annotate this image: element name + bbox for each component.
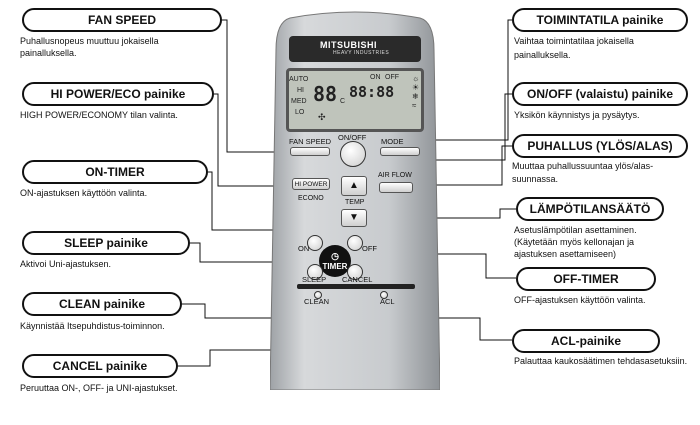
air-flow-label: AIR FLOW xyxy=(378,172,412,179)
mode-callout: TOIMINTATILA painike xyxy=(512,8,688,32)
airflow-desc-1: Muuttaa puhallussuuntaa ylös/alas- xyxy=(512,161,654,171)
divider-bar xyxy=(297,284,415,289)
lcd-med: MED xyxy=(291,98,307,105)
brand-subtitle: HEAVY INDUSTRIES xyxy=(333,50,390,56)
acl-label: ACL xyxy=(380,297,395,306)
fan-speed-desc-1: Puhallusnopeus muuttuu jokaisella xyxy=(20,36,159,46)
mode-icons: ☼☀❄≈ xyxy=(412,74,420,110)
clean-label: CLEAN xyxy=(304,297,330,306)
temp-callout: LÄMPÖTILANSÄÄTÖ xyxy=(516,197,664,221)
mode-label: MODE xyxy=(381,137,404,146)
clean-button[interactable] xyxy=(314,291,322,299)
on-label: ON xyxy=(298,244,310,253)
timer-button[interactable]: ◷ TIMER xyxy=(319,245,351,277)
sleep-label: SLEEP xyxy=(302,275,327,284)
lcd-display xyxy=(286,68,424,132)
temp-desc-2: (Käytetään myös kellonajan ja xyxy=(514,237,635,247)
off-timer-callout: OFF-TIMER xyxy=(516,267,656,291)
on-timer-button[interactable] xyxy=(307,235,323,251)
fan-speed-desc-2: painalluksella. xyxy=(20,48,77,58)
on-timer-callout: ON-TIMER xyxy=(22,160,208,184)
lcd-hi: HI xyxy=(297,87,304,94)
mode-button[interactable] xyxy=(380,147,420,156)
lcd-lo: LO xyxy=(295,109,305,116)
hi-power-button[interactable]: HI POWER xyxy=(292,178,330,190)
onoff-button[interactable] xyxy=(340,141,366,167)
onoff-callout: ON/OFF (valaistu) painike xyxy=(512,82,688,106)
mode-desc-1: Vaihtaa toimintatilaa jokaisella xyxy=(514,36,634,46)
temp-label: TEMP xyxy=(345,199,365,206)
cancel-callout: CANCEL painike xyxy=(22,354,178,378)
clock-icon: ◷ xyxy=(331,251,339,261)
clean-callout: CLEAN painike xyxy=(22,292,182,316)
airflow-callout: PUHALLUS (YLÖS/ALAS) xyxy=(512,134,688,158)
acl-button[interactable] xyxy=(380,291,388,299)
off-timer-button[interactable] xyxy=(347,235,363,251)
airflow-desc-2: suunnassa. xyxy=(512,174,559,184)
lcd-auto: AUTO xyxy=(289,76,309,83)
lcd-off: OFF xyxy=(385,74,399,81)
temp-desc-3: ajastuksen asettamiseen) xyxy=(514,249,617,259)
timer-label: TIMER xyxy=(322,262,348,271)
onoff-desc: Yksikön käynnistys ja pysäytys. xyxy=(514,110,640,120)
lcd-clock: 88:88 xyxy=(349,83,395,101)
temp-up-button[interactable]: ▲ xyxy=(341,176,367,196)
on-timer-desc: ON-ajastuksen käyttöön valinta. xyxy=(20,188,148,198)
clean-desc: Käynnistää Itsepuhdistus-toiminnon. xyxy=(20,321,165,331)
temp-down-button[interactable]: ▼ xyxy=(341,209,367,227)
arrow-up-icon: ▲ xyxy=(349,180,359,191)
off-timer-desc: OFF-ajastuksen käyttöön valinta. xyxy=(514,295,646,305)
off-label: OFF xyxy=(362,244,377,253)
cancel-desc: Peruuttaa ON-, OFF- ja UNI-ajastukset. xyxy=(20,383,178,393)
arrow-down-icon: ▼ xyxy=(349,212,359,223)
air-flow-button[interactable] xyxy=(379,182,413,193)
hi-power-callout: HI POWER/ECO painike xyxy=(22,82,214,106)
cancel-button[interactable] xyxy=(347,264,363,280)
lcd-temperature: 88 xyxy=(313,82,338,106)
fan-speed-button[interactable] xyxy=(290,147,330,156)
hi-power-desc: HIGH POWER/ECONOMY tilan valinta. xyxy=(20,110,178,120)
fan-speed-label: FAN SPEED xyxy=(289,137,332,146)
brand-band xyxy=(289,36,421,62)
fan-icon: ✣ xyxy=(318,112,326,122)
acl-callout: ACL-painike xyxy=(512,329,660,353)
econo-label: ECONO xyxy=(298,195,324,202)
cancel-label: CANCEL xyxy=(342,275,373,284)
fan-speed-callout: FAN SPEED xyxy=(22,8,222,32)
sleep-desc: Aktivoi Uni-ajastuksen. xyxy=(20,259,112,269)
brand-logo: MITSUBISHI xyxy=(320,40,378,50)
mode-desc-2: painalluksella. xyxy=(514,50,571,60)
lcd-on: ON xyxy=(370,74,381,81)
acl-desc: Palauttaa kaukosäätimen tehdasasetuksiin… xyxy=(514,356,688,366)
temp-desc-1: Asetuslämpötilan asettaminen. xyxy=(514,225,637,235)
onoff-label: ON/OFF xyxy=(338,133,367,142)
lcd-celsius: C xyxy=(340,98,346,105)
sleep-callout: SLEEP painike xyxy=(22,231,190,255)
sleep-button[interactable] xyxy=(307,264,323,280)
